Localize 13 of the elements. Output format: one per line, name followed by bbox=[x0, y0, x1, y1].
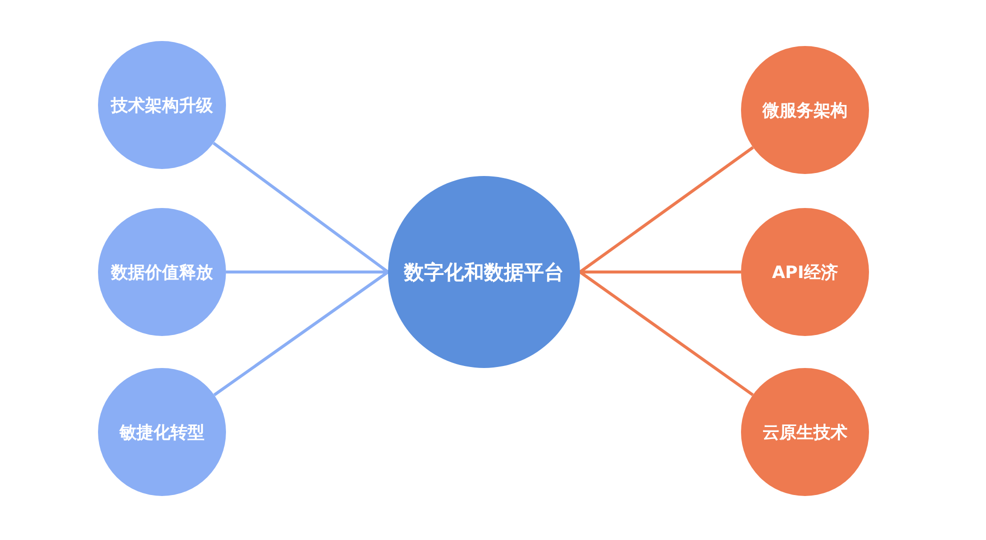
connector-line bbox=[579, 146, 754, 274]
hub-circle: 数字化和数据平台 bbox=[388, 176, 580, 368]
topic-circle: 敏捷化转型 bbox=[98, 368, 226, 496]
topic-circle: 数据价值释放 bbox=[98, 208, 226, 336]
connector-line bbox=[579, 270, 754, 396]
topic-circle: 技术架构升级 bbox=[98, 41, 226, 169]
connector-line bbox=[226, 270, 388, 274]
topic-circle: 云原生技术 bbox=[741, 368, 869, 496]
topic-circle: API经济 bbox=[741, 208, 869, 336]
connector-line bbox=[580, 270, 741, 274]
topic-circle: 微服务架构 bbox=[741, 46, 869, 174]
connector-line bbox=[212, 142, 389, 274]
connector-line bbox=[213, 270, 389, 396]
